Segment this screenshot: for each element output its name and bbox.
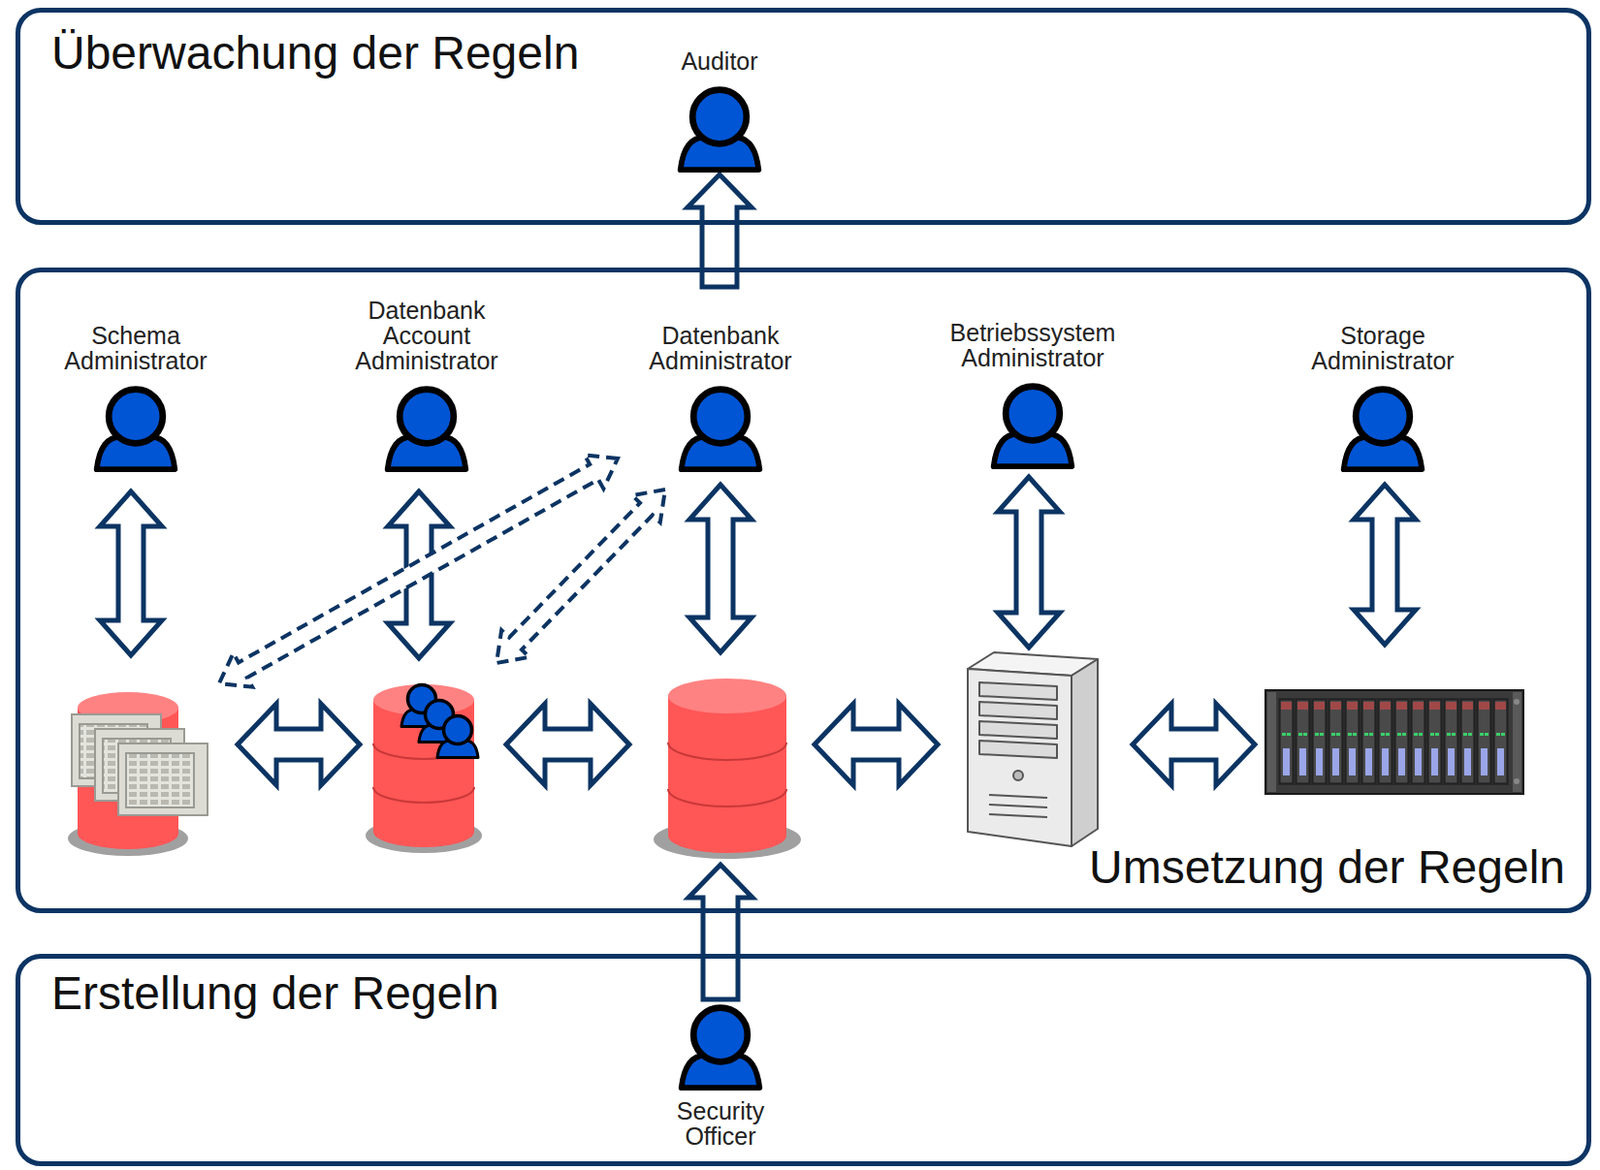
dashed-access-arrow — [219, 454, 618, 687]
region-band: Erstellung der RegelnSecurity Officer — [15, 954, 1592, 1167]
person-icon — [673, 999, 768, 1093]
access-arrow — [814, 704, 938, 786]
region-band: Überwachung der Regeln Auditor — [15, 7, 1592, 225]
role-label: Storage Administrator — [1271, 322, 1495, 374]
access-arrow — [237, 704, 360, 786]
role-label: Datenbank Administrator — [608, 322, 832, 374]
role-label: Datenbank Account Administrator — [349, 297, 505, 374]
role-label: Auditor — [608, 48, 832, 74]
role-actor: Betriebssystem Administrator — [921, 320, 1145, 472]
access-arrows — [99, 454, 1416, 786]
person-icon — [672, 81, 767, 175]
role-actor: Auditor — [608, 48, 832, 175]
person-icon — [1336, 381, 1430, 475]
flow-arrow — [688, 864, 753, 1000]
schema-database — [67, 692, 208, 857]
role-label: Schema Administrator — [24, 322, 248, 374]
access-arrow — [1353, 484, 1416, 645]
account-database — [365, 684, 482, 854]
person-icon — [986, 378, 1080, 472]
access-arrow — [1132, 704, 1255, 786]
region-band: Umsetzung der Regeln Schema Administrator… — [15, 267, 1592, 914]
access-arrow — [99, 491, 162, 656]
main-database — [653, 678, 801, 860]
role-actor: Datenbank Administrator — [608, 322, 832, 475]
role-actor: Schema Administrator — [24, 322, 248, 475]
region-heading: Überwachung der Regeln — [51, 26, 579, 81]
role-actor: Datenbank Account Administrator — [349, 297, 505, 475]
access-arrow — [506, 704, 630, 786]
role-label: Betriebssystem Administrator — [921, 320, 1145, 371]
person-icon — [673, 381, 768, 475]
role-label: Security Officer — [647, 1098, 794, 1150]
role-actor: Security Officer — [647, 999, 794, 1150]
person-icon — [380, 381, 474, 475]
region-heading: Umsetzung der Regeln — [1088, 840, 1566, 896]
dashed-access-arrow — [496, 489, 666, 664]
role-actor: Storage Administrator — [1271, 322, 1495, 475]
region-heading: Erstellung der Regeln — [51, 966, 500, 1022]
access-arrow — [689, 484, 752, 653]
storage-array — [1265, 690, 1524, 795]
server-tower — [967, 652, 1098, 847]
person-icon — [89, 381, 183, 475]
access-arrow — [997, 477, 1060, 648]
